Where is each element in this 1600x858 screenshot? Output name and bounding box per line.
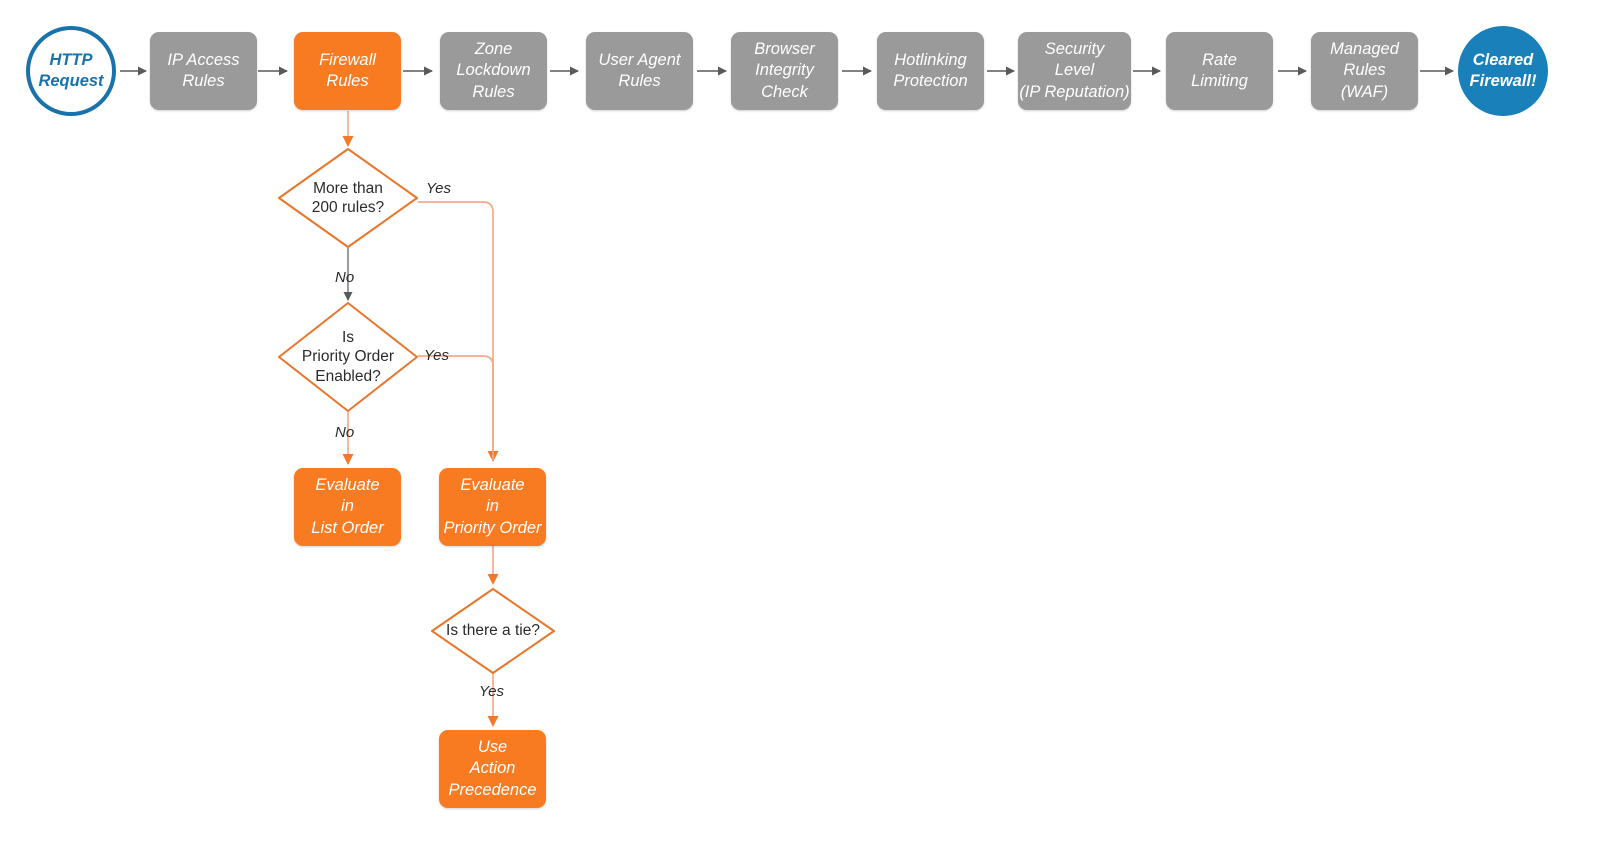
node-http-request[interactable]: HTTP Request	[26, 26, 116, 116]
decision-is-there-a-tie[interactable]: Is there a tie?	[429, 586, 557, 676]
edge-priorityorder-yes	[418, 355, 494, 460]
edge-label-no-more-than-200: No	[335, 269, 355, 286]
node-browser-integrity-check[interactable]: Browser Integrity Check	[731, 32, 838, 110]
node-use-action-precedence[interactable]: Use Action Precedence	[439, 730, 546, 808]
edge-label-no-priority-order: No	[335, 424, 355, 441]
decision-more-than-200-rules[interactable]: More than 200 rules?	[276, 146, 420, 250]
node-ip-access-rules[interactable]: IP Access Rules	[150, 32, 257, 110]
decision-priority-order-enabled[interactable]: Is Priority Order Enabled?	[276, 300, 420, 414]
node-evaluate-in-priority-order[interactable]: Evaluate in Priority Order	[439, 468, 546, 546]
node-cleared-firewall[interactable]: Cleared Firewall!	[1458, 26, 1548, 116]
node-user-agent-rules[interactable]: User Agent Rules	[586, 32, 693, 110]
node-evaluate-in-list-order[interactable]: Evaluate in List Order	[294, 468, 401, 546]
edge-200rules-yes	[418, 201, 499, 462]
diamond-shape-icon	[278, 302, 418, 412]
node-hotlinking-protection[interactable]: Hotlinking Protection	[877, 32, 984, 110]
decision-label: Is Priority Order Enabled?	[301, 328, 395, 385]
node-rate-limiting[interactable]: Rate Limiting	[1166, 32, 1273, 110]
decision-label: Is there a tie?	[446, 622, 540, 640]
node-zone-lockdown-rules[interactable]: Zone Lockdown Rules	[440, 32, 547, 110]
node-managed-rules-waf[interactable]: Managed Rules (WAF)	[1311, 32, 1418, 110]
diamond-shape-icon	[278, 148, 418, 248]
edge-label-yes-is-there-a-tie: Yes	[479, 683, 505, 700]
node-security-level[interactable]: Security Level (IP Reputation)	[1018, 32, 1131, 110]
edge-label-yes-more-than-200: Yes	[426, 180, 452, 197]
diamond-shape-icon	[431, 588, 555, 674]
decision-label: More than 200 rules?	[311, 179, 385, 216]
edge-label-yes-priority-order: Yes	[424, 347, 450, 364]
node-firewall-rules[interactable]: Firewall Rules	[294, 32, 401, 110]
